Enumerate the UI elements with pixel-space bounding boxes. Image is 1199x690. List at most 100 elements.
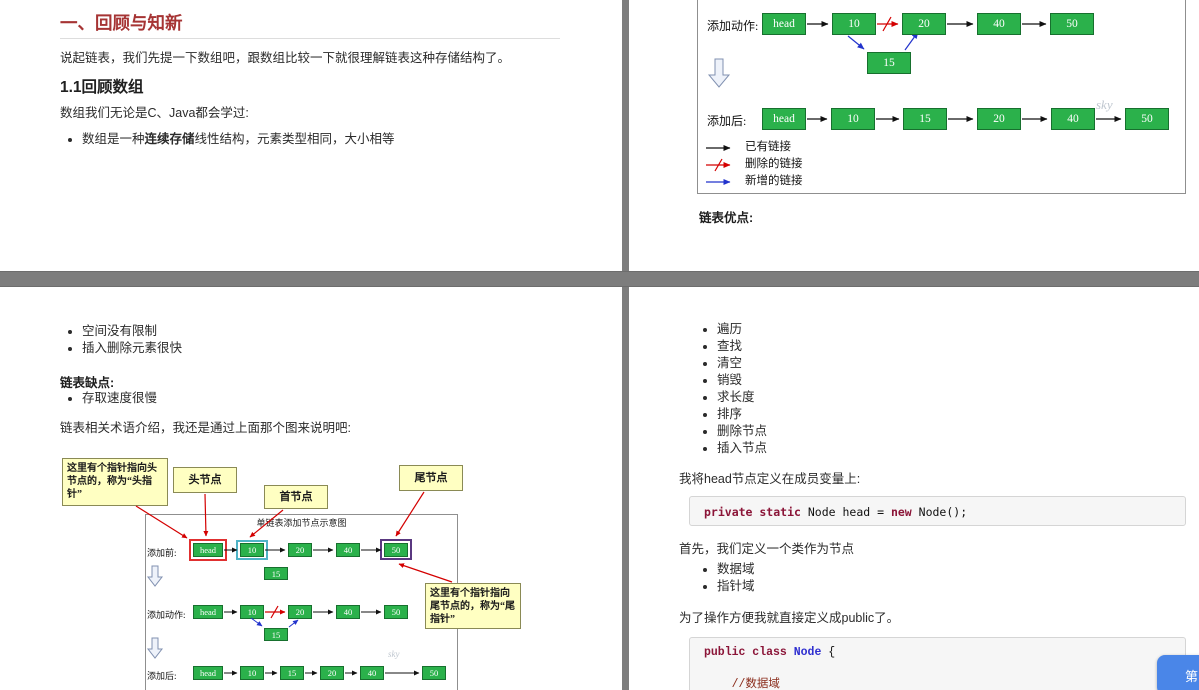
page-indicator-label: 第 (1185, 668, 1199, 684)
figure-arrows-layer (706, 16, 1122, 185)
figure-row-label-after: 添加后: (707, 114, 747, 128)
array-lead-paragraph: 数组我们无论是C、Java都会学过: (60, 106, 249, 120)
page-1: 一、回顾与知新 说起链表，我们先提一下数组吧，跟数组比较一下就很理解链表这种存储… (0, 0, 622, 271)
list-node: 40 (360, 666, 384, 680)
list-node: 40 (336, 605, 360, 619)
intro-paragraph: 说起链表，我们先提一下数组吧，跟数组比较一下就很理解链表这种存储结构了。 (60, 51, 511, 65)
list-item: 销毁 (717, 372, 767, 389)
code-line: public class Node { (704, 645, 1171, 661)
bullet-text: 数组是一种 (82, 132, 145, 146)
highlight-tail-node (380, 539, 412, 560)
code-block-head-definition: private static Node head = new Node(); (689, 496, 1186, 526)
code-token: Node(); (911, 505, 968, 519)
list-item: 查找 (717, 338, 767, 355)
list-node: 15 (903, 108, 947, 130)
code-token (787, 646, 794, 659)
code-line: //数据域 (704, 677, 1171, 690)
list-node: 50 (384, 543, 408, 557)
list-node: 40 (336, 543, 360, 557)
code-token: public class (704, 646, 787, 659)
figure-row-label-before: 添加前: (147, 548, 177, 558)
highlight-first-node (236, 540, 268, 560)
note-head-node: 头节点 (173, 467, 237, 493)
code-token: { (821, 646, 836, 659)
code-token: new (890, 505, 912, 519)
list-node: 20 (288, 605, 312, 619)
list-item: 数组是一种连续存储线性结构，元素类型相同，大小相等 (82, 131, 395, 148)
legend-existing-label: 已有链接 (745, 141, 791, 153)
list-node: 10 (831, 108, 875, 130)
list-node: 50 (422, 666, 446, 680)
page-indicator-button[interactable]: 第 (1157, 655, 1199, 690)
list-node: 20 (288, 543, 312, 557)
list-item: 数据域 (717, 561, 755, 578)
figure-row-label-after: 添加后: (147, 671, 177, 681)
list-node: head (193, 666, 223, 680)
title-underline (60, 38, 560, 39)
list-node: 15 (264, 628, 288, 641)
list-item: 插入删除元素很快 (82, 340, 182, 357)
list-node: 20 (902, 13, 946, 35)
bullet-text: 线性结构，元素类型相同，大小相等 (194, 132, 395, 146)
define-node-paragraph: 首先，我们定义一个类作为节点 (679, 542, 855, 556)
page-gap-horizontal (0, 271, 1199, 287)
code-token (704, 678, 732, 690)
code-token: private static (704, 505, 801, 519)
note-tail-node: 尾节点 (399, 465, 463, 491)
code-token: Node (793, 646, 822, 659)
list-item: 指针域 (717, 578, 755, 595)
figure-row-label-action: 添加动作: (707, 19, 759, 33)
note-tail-pointer: 这里有个指针指向尾节点的，称为“尾指针” (425, 583, 521, 629)
list-node: 50 (1050, 13, 1094, 35)
list-node: 15 (867, 52, 911, 74)
code-token: Node head = (800, 505, 891, 519)
pros-list: 空间没有限制插入删除元素很快 (68, 323, 182, 357)
watermark: sky (1096, 97, 1113, 112)
list-node: 10 (240, 666, 264, 680)
node-parts-list: 数据域指针域 (703, 561, 755, 595)
figure-title: 单链表添加节点示意图 (256, 518, 347, 528)
list-node: head (762, 13, 806, 35)
code-token: //数据域 (731, 678, 780, 690)
note-head-pointer: 这里有个指针指向头节点的，称为“头指针” (62, 458, 168, 506)
list-node: 20 (977, 108, 1021, 130)
list-node: 20 (320, 666, 344, 680)
list-item: 插入节点 (717, 440, 767, 457)
annotated-linked-list-figure: 单链表添加节点示意图 这里有个指针指向头节点的，称为“头指针” 头节点 首节点 … (0, 287, 622, 690)
watermark: sky (388, 649, 400, 659)
list-node: 15 (280, 666, 304, 680)
cons-list: 存取速度很慢 (68, 390, 157, 407)
public-paragraph: 为了操作方便我就直接定义成public了。 (679, 611, 900, 625)
list-node: head (762, 108, 806, 130)
deleted-link-arrows (706, 16, 899, 172)
page-3: 空间没有限制插入删除元素很快 链表缺点: 存取速度很慢 链表相关术语介绍，我还是… (0, 287, 622, 690)
list-node: head (193, 605, 223, 619)
note-first-node: 首节点 (264, 485, 328, 509)
code-line (704, 661, 1171, 677)
list-node: 40 (1051, 108, 1095, 130)
cons-title: 链表缺点: (60, 376, 115, 390)
list-item: 求长度 (717, 389, 767, 406)
pros-title: 链表优点: (699, 211, 754, 225)
page-gap-vertical (622, 0, 629, 690)
list-item: 删除节点 (717, 423, 767, 440)
subsection-title: 1.1回顾数组 (60, 79, 144, 96)
legend-added-label: 新增的链接 (745, 175, 803, 187)
page-4: 遍历查找清空销毁求长度排序删除节点插入节点 我将head节点定义在成员变量上: … (629, 287, 1199, 690)
list-item: 排序 (717, 406, 767, 423)
list-node: 40 (977, 13, 1021, 35)
operations-list: 遍历查找清空销毁求长度排序删除节点插入节点 (703, 321, 767, 457)
added-link-arrows (706, 31, 919, 185)
code-block-node-class: public class Node { //数据域 (689, 637, 1186, 690)
list-node: 50 (384, 605, 408, 619)
figure-row-label-action: 添加动作: (147, 610, 186, 620)
existing-link-arrows (706, 21, 1122, 151)
list-node: 10 (240, 605, 264, 619)
list-node: 15 (264, 567, 288, 580)
highlight-head-node (189, 539, 227, 561)
array-bullet-list: 数组是一种连续存储线性结构，元素类型相同，大小相等 (68, 131, 395, 148)
list-item: 存取速度很慢 (82, 390, 157, 407)
